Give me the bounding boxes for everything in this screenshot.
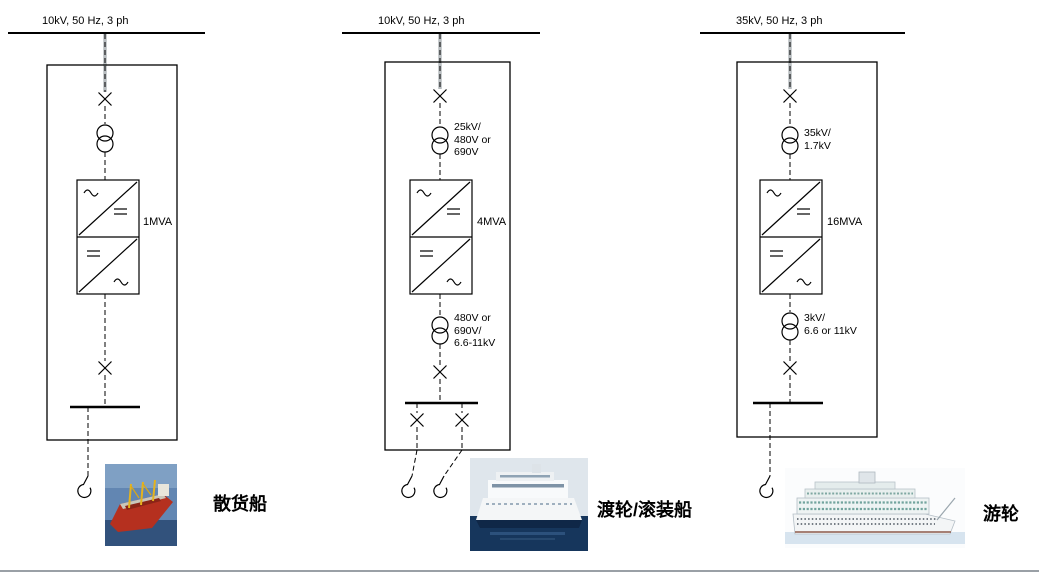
- cable-connector-icon: [77, 475, 92, 499]
- transformer-icon: [781, 126, 799, 155]
- cable-connector-icon: [401, 475, 416, 499]
- transformer-icon: [431, 126, 449, 155]
- frequency-converter-icon: [409, 179, 473, 295]
- cable-connector-icon: [433, 475, 448, 499]
- converter-station-box: [46, 64, 178, 441]
- ferry-roro-photo: [470, 458, 588, 551]
- transformer-icon: [781, 312, 799, 341]
- breaker-icon: [782, 88, 798, 104]
- transformer-bottom-label: 480V or 690V/ 6.6-11kV: [454, 312, 496, 349]
- converter-rating-label: 4MVA: [477, 216, 507, 228]
- breaker-icon: [409, 412, 425, 428]
- converter-rating-label: 1MVA: [143, 216, 173, 228]
- column-bulk-carrier: [8, 32, 205, 546]
- breaker-icon: [454, 412, 470, 428]
- converter-station-box: [384, 61, 511, 451]
- supply-label: 35kV, 50 Hz, 3 ph: [736, 15, 823, 27]
- frequency-converter-icon: [759, 179, 823, 295]
- breaker-icon: [97, 91, 113, 107]
- column-cruise-ship: [700, 32, 965, 548]
- converter-rating-label: 16MVA: [827, 216, 863, 228]
- supply-label: 10kV, 50 Hz, 3 ph: [378, 15, 465, 27]
- transformer-top-label: 25kV/ 480V or 690V: [454, 121, 491, 158]
- bulk-carrier-photo: [105, 464, 177, 546]
- transformer-icon: [431, 316, 449, 345]
- footer-divider: [0, 570, 1039, 572]
- breaker-icon: [97, 360, 113, 376]
- ship-type-label: 散货船: [213, 494, 267, 514]
- ship-type-label: 游轮: [983, 504, 1019, 524]
- cruise-ship-photo: [785, 468, 965, 548]
- breaker-icon: [432, 364, 448, 380]
- ship-type-label: 渡轮/滚装船: [597, 500, 693, 520]
- shore-cable-line: [443, 449, 463, 477]
- transformer-bottom-label: 3kV/ 6.6 or 11kV: [804, 312, 857, 337]
- column-ferry-roro: [342, 32, 588, 551]
- breaker-icon: [782, 360, 798, 376]
- shore-cable-line: [411, 449, 418, 477]
- transformer-icon: [96, 124, 114, 153]
- breaker-icon: [432, 88, 448, 104]
- transformer-top-label: 35kV/ 1.7kV: [804, 127, 831, 152]
- cable-connector-icon: [759, 475, 774, 499]
- supply-label: 10kV, 50 Hz, 3 ph: [42, 15, 129, 27]
- converter-station-box: [736, 61, 878, 438]
- frequency-converter-icon: [76, 179, 140, 295]
